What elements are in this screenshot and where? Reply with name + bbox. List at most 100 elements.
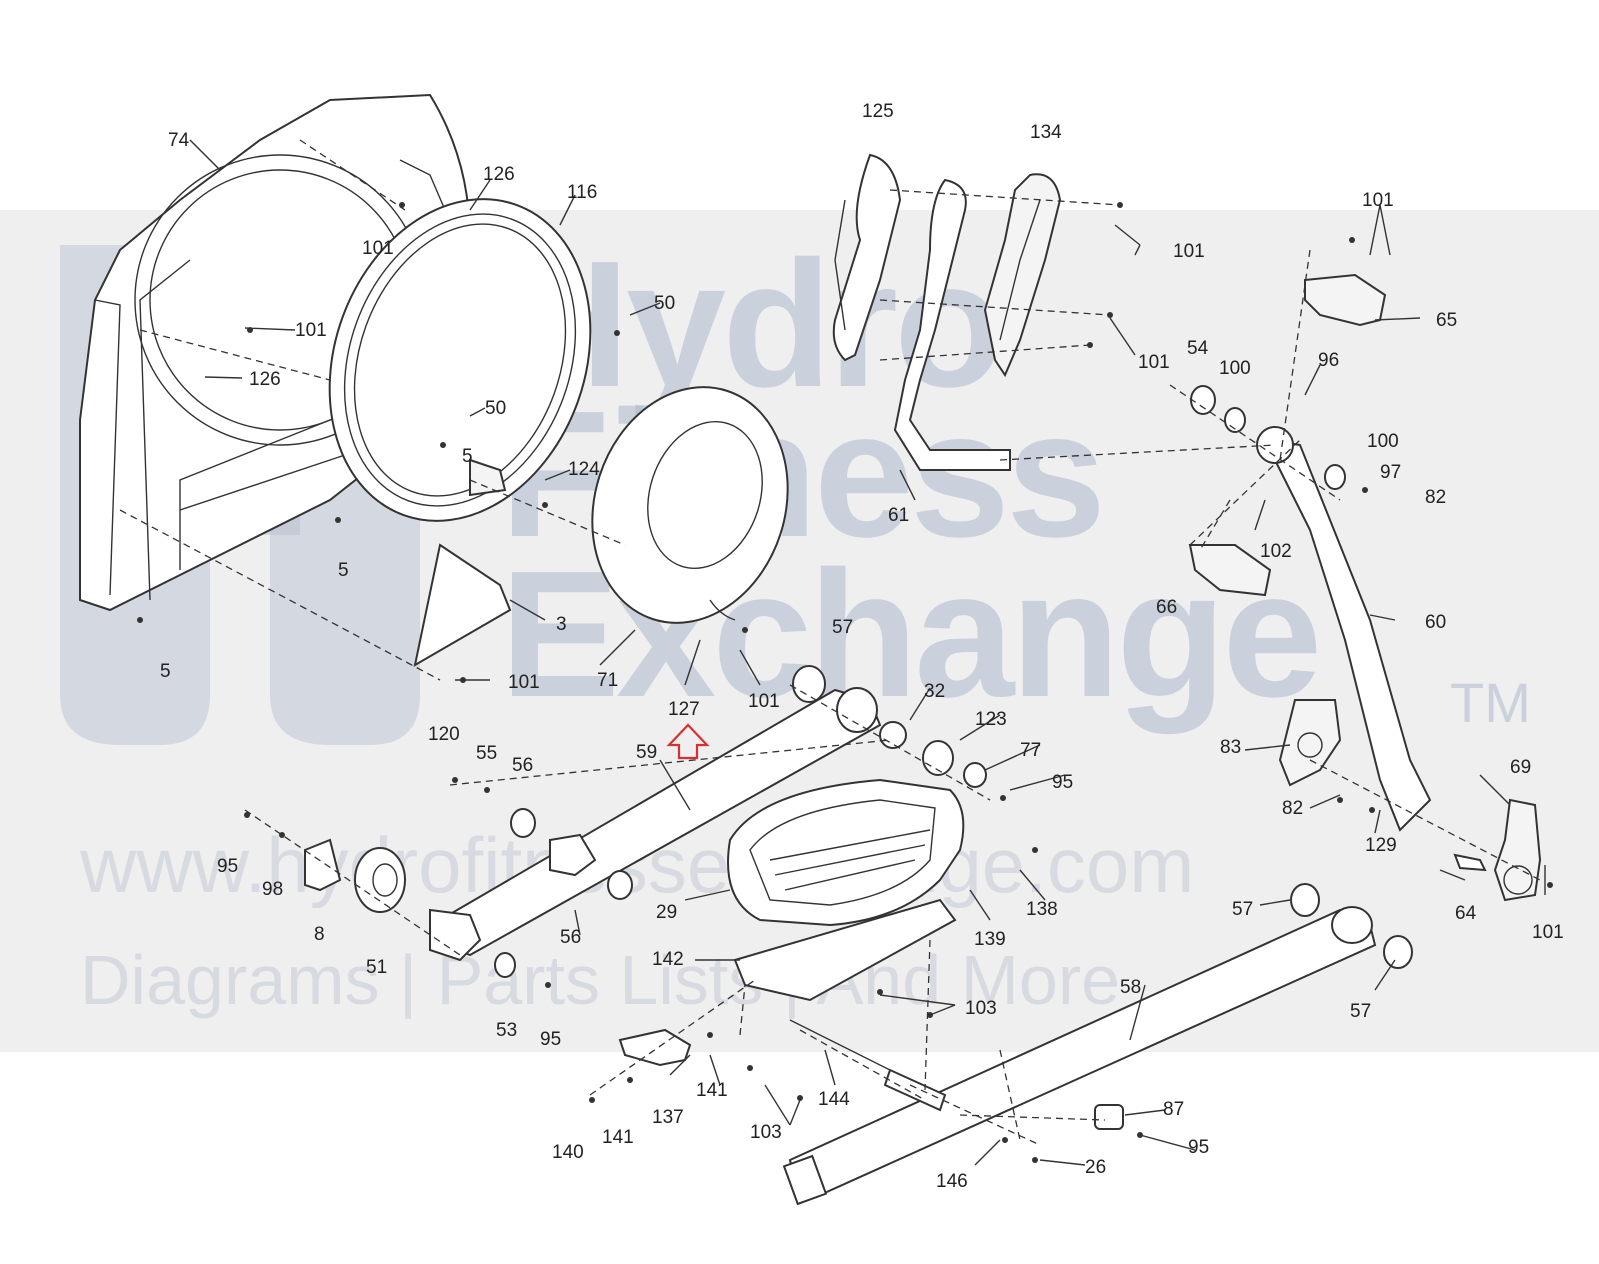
- end-cap-87: [1094, 1104, 1124, 1130]
- callout: 97: [1380, 462, 1401, 483]
- callout: 137: [652, 1107, 684, 1128]
- watermark-tagline: Diagrams | Parts Lists | And More: [80, 941, 1121, 1019]
- pedal: [727, 778, 965, 927]
- callout: 69: [1510, 757, 1531, 778]
- callout: 5: [338, 560, 349, 581]
- callout: 3: [556, 614, 567, 635]
- callout-labels: 74 126 116 101 101 126 50 50 5 124 5 3 5…: [160, 101, 1564, 1192]
- callout: 77: [1020, 740, 1041, 761]
- axle-64: [1453, 853, 1487, 872]
- top-cap: [1304, 273, 1387, 327]
- washer-77: [963, 762, 987, 788]
- callout: 29: [656, 902, 677, 923]
- bearing-56-upper: [510, 808, 536, 838]
- callout: 50: [654, 293, 675, 314]
- callout: 26: [1085, 1157, 1106, 1178]
- callout: 32: [924, 681, 945, 702]
- plate-8: [304, 838, 342, 892]
- callout: 126: [249, 369, 281, 390]
- callout: 53: [496, 1020, 517, 1041]
- front-disc: [591, 386, 789, 624]
- callout: 101: [748, 691, 780, 712]
- leader-lines: [189, 139, 1546, 1166]
- pivot-bracket: [1493, 798, 1542, 902]
- disc-cover: [328, 198, 592, 522]
- callout: 51: [366, 957, 387, 978]
- watermark-trademark: TM: [1450, 671, 1531, 734]
- callout: 55: [476, 743, 497, 764]
- callout: 54: [1187, 338, 1209, 359]
- callout: 60: [1425, 612, 1446, 633]
- callout: 146: [936, 1171, 968, 1192]
- callout: 82: [1282, 798, 1303, 819]
- callout: 56: [512, 755, 533, 776]
- callout: 140: [552, 1142, 584, 1163]
- bushing-100-lower: [1324, 464, 1346, 490]
- bushing-32: [879, 721, 907, 749]
- fasteners: [137, 202, 1553, 1163]
- bearing-56-lower: [607, 870, 633, 900]
- bearing-54: [1190, 385, 1216, 415]
- callout: 71: [597, 670, 618, 691]
- callout: 127: [668, 699, 700, 720]
- callout: 139: [974, 929, 1006, 950]
- callout: 126: [483, 164, 515, 185]
- callout: 125: [862, 101, 894, 122]
- callout: 103: [965, 998, 997, 1019]
- callout: 65: [1436, 310, 1457, 331]
- callout: 134: [1030, 122, 1062, 143]
- callout: 124: [568, 459, 600, 480]
- rod-144: [789, 1019, 947, 1112]
- callout: 144: [818, 1089, 850, 1110]
- callout: 120: [428, 724, 460, 745]
- callout: 57: [1232, 899, 1253, 920]
- wheel-51: [354, 847, 406, 913]
- callout: 101: [508, 672, 540, 693]
- callout: 57: [832, 617, 853, 638]
- callout: 123: [975, 709, 1007, 730]
- callout: 96: [1318, 350, 1339, 371]
- end-cap-137: [618, 1028, 692, 1067]
- callout: 66: [1156, 597, 1177, 618]
- callout: 138: [1026, 899, 1058, 920]
- callout: 61: [888, 505, 909, 526]
- callout: 95: [540, 1029, 561, 1050]
- callout: 101: [1532, 922, 1564, 943]
- callout: 100: [1219, 358, 1251, 379]
- callout: 8: [314, 924, 325, 945]
- callout: 59: [636, 742, 657, 763]
- roller-57-top: [792, 665, 826, 703]
- upright-arm: [1256, 426, 1432, 832]
- washer-53: [494, 952, 516, 978]
- callout: 87: [1163, 1099, 1184, 1120]
- highlight-arrow-icon: [666, 723, 710, 760]
- assembly-lines: [119, 139, 1541, 1146]
- pedal-base: [733, 898, 957, 1002]
- callout: 129: [1365, 835, 1397, 856]
- callout: 56: [560, 927, 581, 948]
- callout: 74: [168, 130, 190, 151]
- upper-handle: [832, 153, 902, 362]
- handle-cover: [983, 173, 1062, 378]
- callout: 100: [1367, 431, 1399, 452]
- callout: 101: [362, 238, 394, 259]
- callout: 101: [1138, 352, 1170, 373]
- callout: 58: [1120, 977, 1141, 998]
- callout: 103: [750, 1122, 782, 1143]
- callout: 95: [1188, 1137, 1209, 1158]
- callout: 98: [262, 879, 283, 900]
- callout: 142: [652, 949, 684, 970]
- callout: 102: [1260, 541, 1292, 562]
- callout: 141: [696, 1080, 728, 1101]
- callout: 50: [485, 398, 506, 419]
- handle-bar: [893, 178, 1011, 471]
- callout: 57: [1350, 1001, 1371, 1022]
- roller-57-lower: [1383, 935, 1413, 969]
- callout: 95: [1052, 772, 1073, 793]
- pivot-housing: [1278, 699, 1342, 787]
- callout: 5: [462, 446, 473, 467]
- callout: 116: [567, 182, 597, 203]
- lower-shield: [413, 543, 512, 667]
- callout: 83: [1220, 737, 1241, 758]
